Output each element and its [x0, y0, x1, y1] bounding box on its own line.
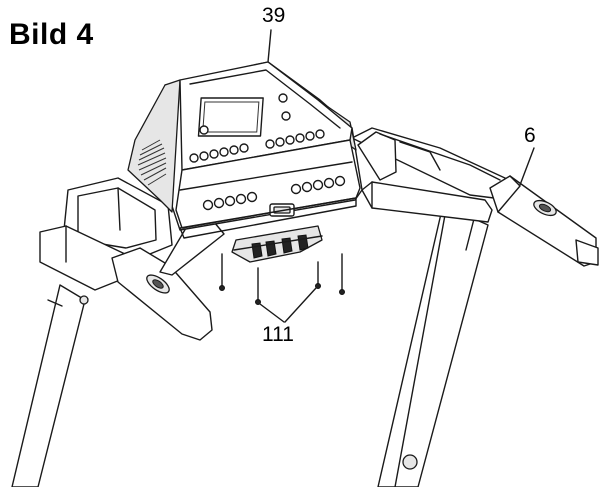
top-right-key — [278, 93, 288, 103]
console-housing — [127, 61, 363, 239]
left-upright-post — [11, 284, 89, 487]
screws-111 — [219, 253, 345, 305]
mid-right-key — [281, 111, 291, 121]
lcd-display — [197, 97, 264, 137]
right-upright-post — [377, 204, 489, 487]
speaker-grille-left — [137, 139, 167, 186]
right-handrail — [351, 127, 599, 267]
callout-screws-111: 111 — [262, 323, 294, 346]
mounting-bracket — [231, 225, 323, 263]
lower-key-row — [202, 175, 346, 211]
left-handrail — [39, 177, 225, 341]
callout-handrail-6: 6 — [524, 124, 536, 147]
figure-title: Bild 4 — [9, 18, 94, 51]
leader-lines — [259, 29, 535, 323]
callout-console-39: 39 — [262, 4, 286, 27]
upper-key-row — [189, 129, 325, 163]
left-round-key — [199, 125, 209, 135]
